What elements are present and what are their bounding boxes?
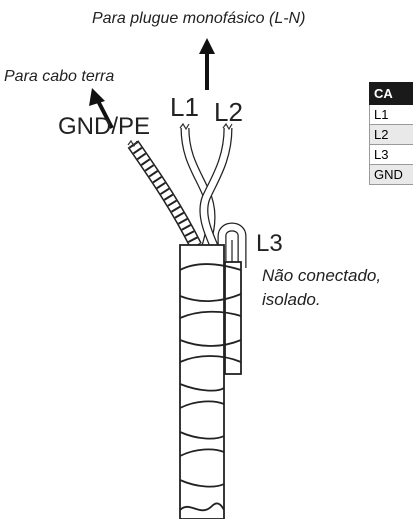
arrow-up-to-plug-head <box>199 38 215 54</box>
table-header: CA <box>369 82 413 105</box>
l1-label: L1 <box>170 92 199 122</box>
l3-annotation-line2: isolado. <box>262 290 321 309</box>
table-row: L3 <box>369 144 413 165</box>
arrow-to-ground-head <box>89 88 105 106</box>
ground-annotation: Para cabo terra <box>4 68 115 85</box>
wire-tips <box>127 122 233 148</box>
table-row: L1 <box>369 104 413 125</box>
table-row: GND <box>369 164 413 185</box>
gnd-wire <box>127 140 202 249</box>
gnd-pe-label: GND/PE <box>58 113 151 140</box>
table-row: L2 <box>369 124 413 145</box>
l3-annotation-line1: Não conectado, <box>262 266 382 285</box>
wire-table: CA L1 L2 L3 GND <box>369 82 413 185</box>
plug-annotation: Para plugue monofásico (L-N) <box>92 10 306 27</box>
l2-label: L2 <box>214 97 243 127</box>
l3-label: L3 <box>256 230 283 257</box>
cable-body <box>179 244 242 519</box>
l3-wire-loop <box>217 222 247 268</box>
l2-wire <box>199 127 233 248</box>
